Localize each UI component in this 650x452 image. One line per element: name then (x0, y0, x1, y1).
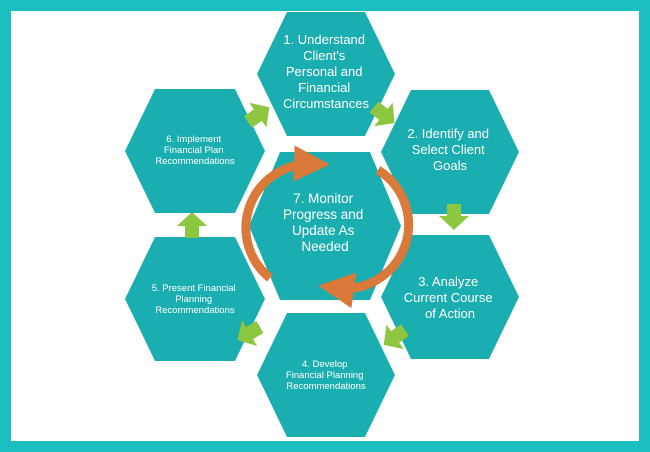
step-5-line-2: Planning (175, 294, 212, 305)
step-7-line-3: Update As (292, 223, 355, 238)
step-3-line-2: Current Course (404, 290, 493, 305)
arrow-1-to-2 (369, 101, 395, 127)
step-5-line-1: 5. Present Financial (152, 283, 236, 294)
step-1-label: 1. Understand Client's Personal and Fina… (283, 32, 369, 111)
step-3-label: 3. Analyze Current Course of Action (404, 274, 497, 321)
step-5-label: 5. Present Financial Planning Recommenda… (152, 283, 239, 316)
step-6-line-2: Financial Plan (164, 145, 224, 156)
step-7-line-1: 7. Monitor (293, 191, 354, 206)
step-2-line-2: Select Client (412, 142, 485, 157)
step-2-label: 2. Identify and Select Client Goals (407, 126, 492, 173)
step-4-line-3: Recommendations (286, 381, 365, 392)
hexagon-step-4 (257, 313, 395, 437)
arrow-4-to-5 (237, 320, 264, 346)
hexagon-step-1 (257, 12, 395, 136)
hexagon-step-7 (249, 152, 401, 300)
cycle-arrow-lower (318, 166, 414, 309)
step-4-label: 4. Develop Financial Planning Recommenda… (286, 359, 366, 392)
hexagon-step-6 (125, 89, 265, 213)
step-7-line-2: Progress and (283, 207, 363, 222)
step-7-label: 7. Monitor Progress and Update As Needed (283, 191, 367, 254)
step-4-line-2: Financial Planning (286, 370, 364, 381)
step-3-line-1: 3. Analyze (418, 274, 478, 289)
arrow-6-to-1 (243, 102, 270, 128)
step-6-line-3: Recommendations (155, 156, 234, 167)
step-6-line-1: 6. Implement (166, 134, 221, 145)
step-3-line-3: of Action (425, 306, 475, 321)
step-4-line-1: 4. Develop (302, 359, 347, 370)
step-6-label: 6. Implement Financial Plan Recommendati… (155, 134, 234, 167)
step-7-line-4: Needed (301, 239, 348, 254)
hexagon-step-2 (381, 90, 519, 214)
step-1-line-3: Personal and (286, 64, 363, 79)
step-1-line-5: Circumstances (283, 96, 369, 111)
cycle-arrow-upper (241, 145, 330, 282)
arrow-2-to-3 (439, 204, 469, 230)
step-2-line-1: 2. Identify and (407, 126, 489, 141)
step-1-line-1: 1. Understand (283, 32, 365, 47)
hexagon-step-3 (381, 235, 519, 359)
step-1-line-2: Client's (303, 48, 346, 63)
step-1-line-4: Financial (298, 80, 350, 95)
step-2-line-3: Goals (433, 158, 467, 173)
hexagon-step-5 (125, 237, 265, 361)
arrow-5-to-6 (177, 212, 207, 238)
step-5-line-3: Recommendations (155, 305, 234, 316)
arrow-3-to-4 (383, 324, 410, 350)
